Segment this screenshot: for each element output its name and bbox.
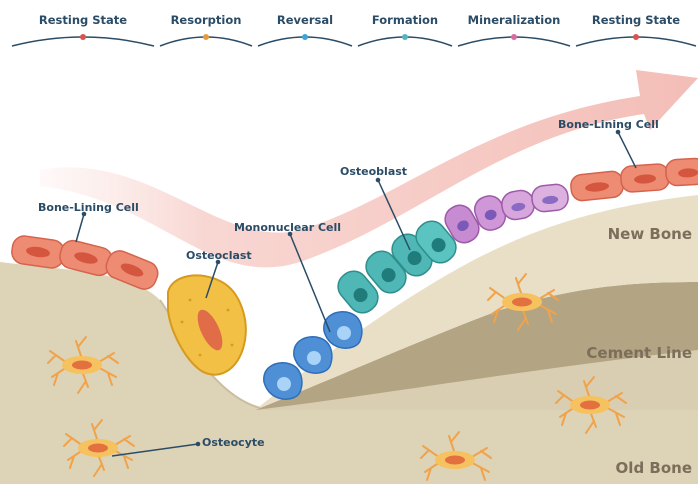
callout-label: Osteoblast — [340, 165, 407, 178]
region-label-cement-line: Cement Line — [586, 344, 692, 362]
stage-label: Resorption — [171, 13, 242, 27]
stage-label: Reversal — [277, 13, 333, 27]
stage-reversal: Reversal — [258, 13, 352, 46]
stage-dot — [302, 34, 308, 40]
stage-label: Mineralization — [468, 13, 561, 27]
stage-label: Resting State — [39, 13, 127, 27]
stage-resting-state-2: Resting State — [576, 13, 696, 46]
callout-label: Osteocyte — [202, 436, 265, 449]
region-label-old-bone: Old Bone — [616, 459, 692, 477]
region-label-new-bone: New Bone — [608, 225, 692, 243]
callout-label: Bone-Lining Cell — [558, 118, 659, 131]
stage-timeline: Resting State Resorption Reversal Format… — [12, 13, 696, 46]
stage-formation: Formation — [358, 13, 452, 46]
stage-resting-state-1: Resting State — [12, 13, 154, 46]
stage-dot — [80, 34, 86, 40]
stage-dot — [511, 34, 517, 40]
stage-label: Formation — [372, 13, 438, 27]
stage-dot — [402, 34, 408, 40]
stage-dot — [203, 34, 209, 40]
callout-label: Bone-Lining Cell — [38, 201, 139, 214]
stage-resorption: Resorption — [160, 13, 252, 46]
callout-label: Mononuclear Cell — [234, 221, 341, 234]
callout-label: Osteoclast — [186, 249, 252, 262]
callout-bone-lining-left: Bone-Lining Cell — [38, 201, 139, 242]
stage-label: Resting State — [592, 13, 680, 27]
stage-mineralization: Mineralization — [458, 13, 570, 46]
callout-bone-lining-right: Bone-Lining Cell — [558, 118, 659, 168]
stage-dot — [633, 34, 639, 40]
